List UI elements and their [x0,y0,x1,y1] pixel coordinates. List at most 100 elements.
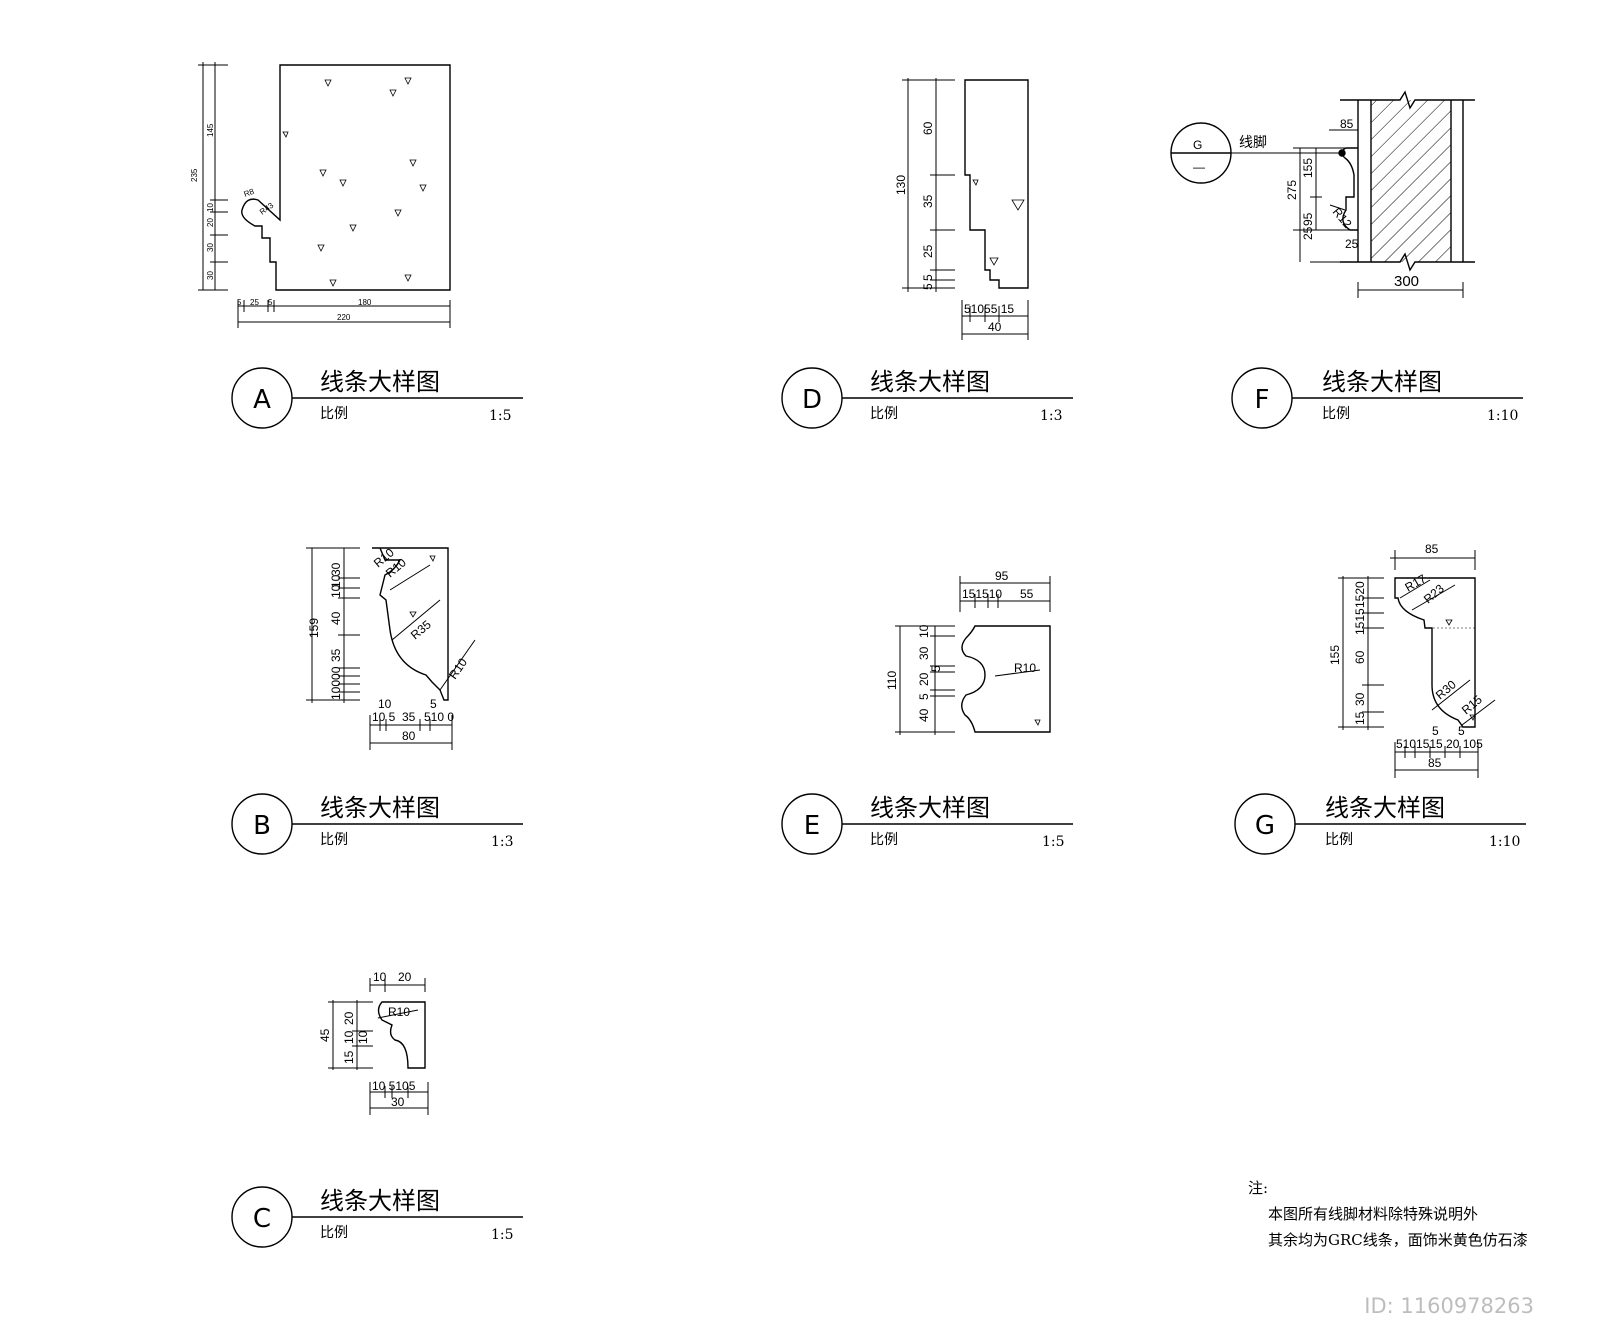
image-id-watermark: ID: 1160978263 [1364,1294,1534,1318]
detail-title: 线条大样图 [320,794,440,822]
scale-value: 1:3 [1040,408,1063,424]
f-dim-300: 300 [1394,273,1419,290]
detail-a-drawing [198,62,451,328]
scale-label: 比例 [1322,406,1350,422]
e-dim-40: 40 [917,708,931,722]
d-dim-parts: 51055 15 [964,302,1014,316]
note-line-1: 本图所有线脚材料除特殊说明外 [1268,1205,1479,1223]
b-dim-10b: 10 [329,584,343,598]
f-dim-25a: 25 [1301,226,1315,240]
c-dim-parts: 10 5105 [372,1079,416,1093]
title-block-d: D 线条大样图 比例 1:3 [781,367,1073,429]
c-dim-h10b: 10 [356,1030,370,1044]
c-dim-h15: 15 [342,1050,356,1064]
detail-letter: E [804,811,820,841]
scale-value: 1:10 [1489,834,1520,850]
detail-c-drawing [328,978,429,1115]
detail-title: 线条大样图 [320,368,440,396]
g-dim-30: 30 [1353,692,1367,706]
scale-label: 比例 [870,832,898,848]
note-line-2: 其余均为GRC线条，面饰米黄色仿石漆 [1268,1231,1528,1249]
a-dim-180: 180 [358,298,372,307]
scale-label: 比例 [320,832,348,848]
detail-letter: C [253,1204,271,1234]
d-dim-35: 35 [921,194,935,208]
e-dim-10: 10 [917,624,931,638]
e-dim-30: 30 [917,646,931,660]
g-dim-1515: 1515 [1353,608,1367,635]
c-dim-h20: 20 [342,1011,356,1025]
d-dim-5b: 5 [921,283,935,290]
f-dim-95: 95 [1301,212,1315,226]
e-dim-height: 110 [885,671,899,690]
scale-value: 1:3 [491,834,514,850]
detail-title: 线条大样图 [870,368,990,396]
g-dim-5b: 5 [1458,724,1465,738]
a-radius-1: R8 [243,187,256,199]
e-dim-parts: 151510 [962,587,1002,601]
detail-letter: F [1255,385,1270,415]
g-dim-top: 85 [1425,542,1439,556]
g-dim-5a: 5 [1432,724,1439,738]
b-dim-35: 35 [329,648,343,662]
b-dim-w-35: 35 [402,710,416,724]
scale-label: 比例 [1325,832,1353,848]
a-dim-w2: 25 [250,298,259,307]
detail-letter: G [1255,811,1275,841]
a-dim-total: 235 [190,168,199,182]
b-dim-w-5: 5 [430,697,437,711]
a-dim-w3: 5 [268,298,273,307]
b-dim-w-end: 510 0 [424,710,454,724]
g-dim-width: 85 [1428,756,1442,770]
general-note: 注: 本图所有线脚材料除特殊说明外 其余均为GRC线条，面饰米黄色仿石漆 [1248,1175,1528,1253]
detail-e-drawing [895,576,1051,735]
detail-letter: A [253,385,271,415]
b-dim-w-mid: 10 5 [372,710,396,724]
detail-title: 线条大样图 [1322,368,1442,396]
f-dim-85: 85 [1340,117,1354,131]
f-ref-label: 线脚 [1239,135,1267,151]
b-dim-small: 10000 [329,666,343,700]
c-dim-10: 10 [373,970,387,984]
d-dim-width: 40 [988,320,1002,334]
scale-value: 1:5 [491,1227,514,1243]
title-block-b: B 线条大样图 比例 1:3 [231,793,523,855]
g-dim-1520: 1520 [1353,581,1367,608]
scale-value: 1:5 [1042,834,1065,850]
b-dim-w-total: 80 [402,729,416,743]
detail-letter: D [802,385,822,415]
detail-title: 线条大样图 [870,794,990,822]
f-dim-275: 275 [1285,180,1299,200]
e-dim-5b: 5 [917,693,931,700]
detail-letter: B [253,811,271,841]
scale-value: 1:10 [1487,408,1518,424]
f-dim-155: 155 [1301,158,1315,178]
b-dim-10a: 10 [329,574,343,588]
a-dim-10: 10 [206,203,215,212]
f-ref-top: G [1193,138,1202,152]
title-block-g: G 线条大样图 比例 1:10 [1234,793,1526,855]
e-dim-5a: 5 [929,665,943,672]
scale-label: 比例 [320,1225,348,1241]
a-dim-30b: 30 [206,271,215,280]
e-radius: R10 [1014,661,1036,675]
c-dim-20: 20 [398,970,412,984]
g-dim-15: 15 [1353,711,1367,725]
scale-label: 比例 [870,406,898,422]
b-dim-40: 40 [329,611,343,625]
e-dim-20: 20 [917,672,931,686]
detail-g-drawing [1338,550,1496,778]
b-radius-4: R10 [446,655,470,681]
detail-f-drawing [1170,90,1475,298]
d-dim-25: 25 [921,244,935,258]
detail-title: 线条大样图 [1325,794,1445,822]
f-ref-bottom: — [1193,160,1205,174]
c-radius: R10 [388,1005,410,1019]
d-dim-total: 130 [894,175,908,195]
detail-d-drawing [902,78,1029,340]
g-dim-total: 155 [1328,645,1342,665]
title-block-a: A 线条大样图 比例 1:5 [231,367,523,429]
c-dim-width: 30 [391,1095,405,1109]
a-dim-20: 20 [206,218,215,227]
c-dim-45: 45 [318,1028,332,1042]
